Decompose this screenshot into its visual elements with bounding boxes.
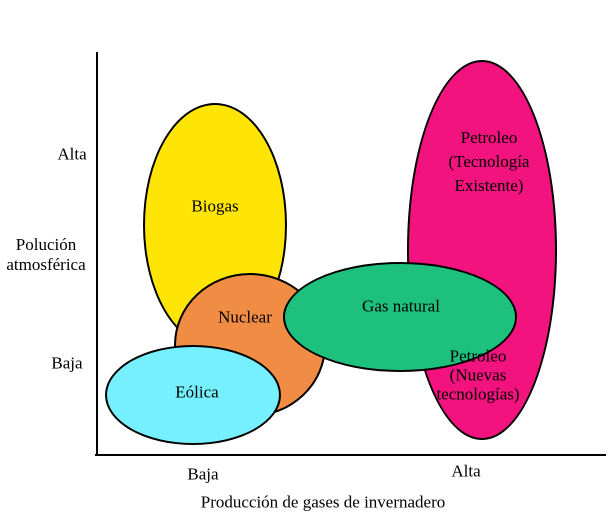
eolica-ellipse	[105, 345, 281, 445]
y-tick-alta: Alta	[57, 144, 87, 164]
x-axis-line	[95, 454, 606, 456]
petroleo-nuevas-line3: tecnologías)	[436, 384, 520, 404]
eolica-label: Eólica	[175, 382, 219, 402]
petroleo-nuevas-line1: Petroleo	[449, 346, 507, 366]
y-axis-title-line1: Polución	[15, 235, 77, 254]
biogas-label: Biogas	[191, 196, 239, 216]
petroleo-existente-line2: (Tecnología	[448, 152, 530, 171]
petroleo-existente-label: Petroleo (Tecnología Existente)	[449, 126, 530, 198]
petroleo-nuevas-label: Petroleo (Nuevas tecnologías)	[436, 347, 519, 404]
gas-natural-ellipse	[283, 262, 517, 372]
petroleo-existente-line1: Petroleo	[460, 128, 518, 147]
y-axis-title-line2: atmosférica	[6, 255, 86, 274]
x-axis-title: Producción de gases de invernadero	[200, 492, 446, 512]
gas-natural-label: Gas natural	[362, 296, 440, 316]
y-tick-baja: Baja	[51, 353, 83, 373]
petroleo-nuevas-line2: (Nuevas	[449, 365, 507, 385]
y-axis-line	[96, 52, 98, 456]
x-tick-alta: Alta	[451, 461, 481, 481]
y-axis-title: Polución atmosférica	[6, 235, 85, 275]
nuclear-label: Nuclear	[218, 307, 272, 327]
x-tick-baja: Baja	[187, 464, 219, 484]
petroleo-ellipse	[407, 60, 557, 440]
petroleo-existente-line3: Existente)	[454, 176, 524, 195]
